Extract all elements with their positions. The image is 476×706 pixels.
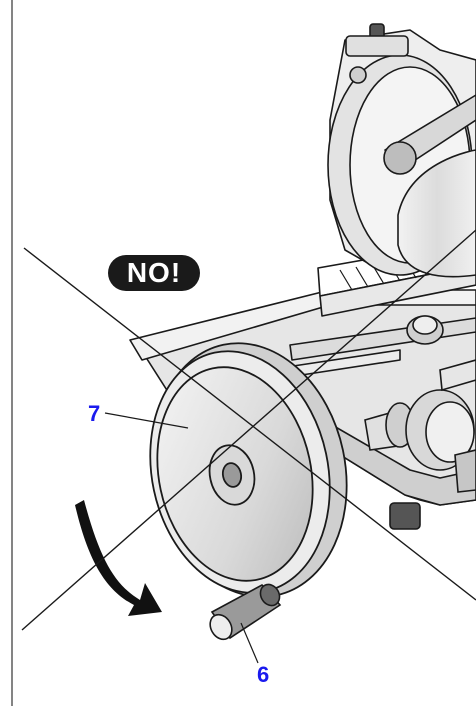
callout-label-handle: 6 bbox=[257, 662, 270, 687]
callout-leaders bbox=[104, 412, 259, 664]
blade-assembly bbox=[327, 23, 476, 278]
handwheel-handle bbox=[209, 583, 282, 641]
cross-out-icon bbox=[21, 229, 476, 631]
rotation-arrow-icon bbox=[75, 500, 162, 616]
warning-badge: NO! bbox=[108, 255, 200, 291]
thickness-knob bbox=[364, 359, 476, 493]
handwheel bbox=[149, 342, 348, 598]
callout-label-handwheel: 7 bbox=[88, 401, 101, 426]
